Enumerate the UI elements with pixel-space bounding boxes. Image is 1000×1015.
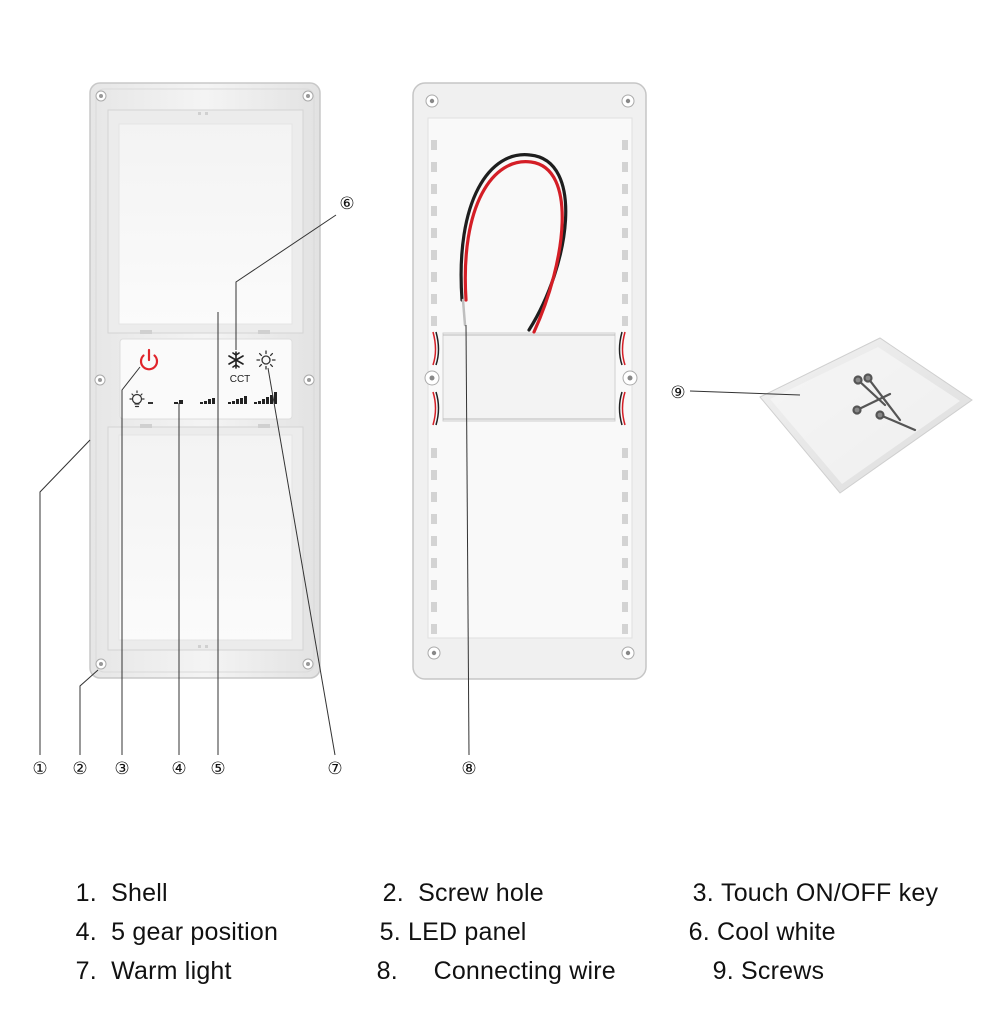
- legend-number: 1.: [75, 879, 97, 907]
- rib: [622, 470, 628, 480]
- rib: [622, 162, 628, 172]
- rib: [622, 448, 628, 458]
- legend-text: Connecting wire: [433, 957, 616, 985]
- legend-text: Cool white: [717, 918, 836, 946]
- rib: [431, 250, 437, 260]
- rib: [431, 536, 437, 546]
- legend-number: 4.: [75, 918, 97, 946]
- callout-2: ②: [72, 759, 87, 778]
- rib: [622, 580, 628, 590]
- legend-item-3: 3. Touch ON/OFF key: [664, 850, 938, 937]
- rib: [622, 140, 628, 150]
- power-icon[interactable]: [139, 348, 159, 371]
- rib: [431, 272, 437, 282]
- rib: [431, 558, 437, 568]
- legend-text: Shell: [111, 879, 168, 907]
- parts-legend: 1. Shell 2. Screw hole 3. Touch ON/OFF k…: [0, 840, 1000, 985]
- sun-icon[interactable]: [256, 350, 276, 370]
- legend-number: 6.: [688, 918, 710, 946]
- legend-text: Screws: [741, 957, 825, 985]
- rib: [431, 470, 437, 480]
- rib: [622, 250, 628, 260]
- driver-box: [442, 332, 616, 422]
- side-ribs: [431, 140, 628, 634]
- screw-hole: [94, 90, 315, 670]
- legend-item-1: 1. Shell: [47, 850, 168, 937]
- callout-1: ①: [32, 759, 47, 778]
- callout-8: ⑧: [461, 759, 476, 778]
- callout-4: ④: [171, 759, 186, 778]
- front-light-unit: CCT: [89, 82, 321, 679]
- rib: [431, 228, 437, 238]
- legend-text: LED panel: [408, 918, 527, 946]
- rib: [431, 514, 437, 524]
- legend-number: 2.: [382, 879, 404, 907]
- rib: [431, 162, 437, 172]
- rib: [622, 624, 628, 634]
- leader-lines: [39, 214, 801, 756]
- legend-number: 8.: [376, 957, 398, 985]
- legend-item-8: 8. Connecting wire: [348, 928, 616, 1015]
- control-panel: [119, 338, 293, 420]
- rib: [622, 184, 628, 194]
- rib: [622, 514, 628, 524]
- callout-7: ⑦: [327, 759, 342, 778]
- legend-number: 7.: [75, 957, 97, 985]
- legend-number: 3.: [692, 879, 714, 907]
- rib: [622, 558, 628, 568]
- legend-number: 9.: [712, 957, 734, 985]
- rib: [431, 602, 437, 612]
- back-light-unit: [412, 82, 647, 680]
- rib: [431, 184, 437, 194]
- rib: [622, 602, 628, 612]
- legend-text: Screw hole: [418, 879, 544, 907]
- screw: [852, 373, 917, 432]
- legend-item-9: 9. Screws: [684, 928, 824, 1015]
- snowflake-icon[interactable]: [228, 351, 244, 369]
- callout-3: ③: [114, 759, 129, 778]
- rib: [431, 492, 437, 502]
- rib: [431, 624, 437, 634]
- callout-6: ⑥: [339, 194, 354, 213]
- legend-text: 5 gear position: [111, 918, 279, 946]
- legend-item-2: 2. Screw hole: [354, 850, 544, 937]
- legend-item-5: 5. LED panel: [351, 889, 527, 976]
- legend-number: 5.: [379, 918, 401, 946]
- bulb-icon[interactable]: [129, 390, 153, 408]
- callout-9: ⑨: [670, 383, 685, 402]
- rib: [622, 206, 628, 216]
- rib: [431, 580, 437, 590]
- rib: [622, 492, 628, 502]
- rib: [431, 448, 437, 458]
- rib: [431, 140, 437, 150]
- rib: [431, 294, 437, 304]
- rib: [431, 206, 437, 216]
- legend-text: Touch ON/OFF key: [721, 879, 939, 907]
- legend-item-4: 4. 5 gear position: [47, 889, 278, 976]
- cct-label: CCT: [230, 374, 251, 385]
- legend-item-7: 7. Warm light: [47, 928, 232, 1015]
- connecting-wire: [459, 153, 568, 334]
- rib: [622, 294, 628, 304]
- rib: [431, 316, 437, 326]
- rib: [622, 536, 628, 546]
- screws-bag: [759, 337, 973, 494]
- rib: [622, 228, 628, 238]
- legend-item-6: 6. Cool white: [660, 889, 836, 976]
- callout-numbers: ① ② ③ ④ ⑤ ⑥ ⑦ ⑧ ⑨: [32, 194, 685, 778]
- gear-level-bars[interactable]: [174, 392, 277, 404]
- legend-text: Warm light: [111, 957, 232, 985]
- callout-5: ⑤: [210, 759, 225, 778]
- rib: [622, 272, 628, 282]
- rib: [622, 316, 628, 326]
